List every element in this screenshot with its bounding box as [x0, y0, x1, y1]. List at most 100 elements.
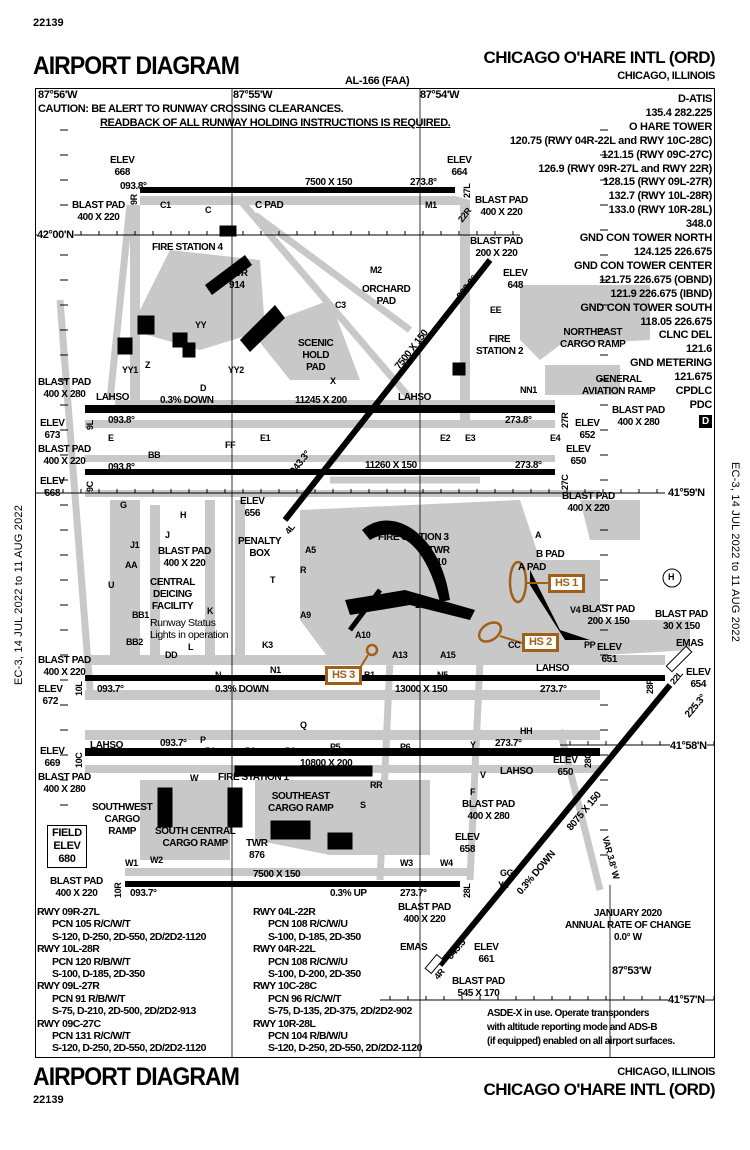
field-elev-value: 680: [58, 853, 76, 865]
frequency-line: GND CON TOWER CENTER: [573, 259, 712, 272]
taxiway: [556, 729, 604, 891]
runway-slope-label: 0.3% DOWN: [215, 684, 269, 695]
runway-data-rwy: RWY 10L-28R: [37, 943, 100, 956]
building: [348, 588, 382, 632]
runway-end-label: 9L: [85, 420, 95, 430]
taxiway: [466, 659, 484, 881]
taxiway-label-y: Y: [470, 740, 476, 750]
label-line: BLAST PAD: [612, 405, 665, 416]
asde-line: (if equipped) enabled on all airport sur…: [487, 1036, 675, 1047]
taxiway-area: [150, 505, 160, 655]
runway-slope-label: 0.3% DOWN: [160, 395, 214, 406]
label-line: AVIATION RAMP: [582, 386, 656, 397]
label-line: ELEV: [575, 418, 600, 429]
field-elev-line: FIELD: [52, 827, 82, 839]
label-line: BOX: [249, 548, 270, 559]
frequency-line: 128.15 (RWY 09L-27R): [602, 176, 712, 189]
runway-data-rwy: RWY 04R-22L: [253, 943, 316, 956]
label-line: EMAS: [400, 942, 428, 953]
label-line: ELEV: [447, 155, 472, 166]
label-line: LAHSO: [90, 740, 124, 751]
runway-heading-label: 093.7°: [160, 738, 187, 749]
label-line: BLAST PAD: [38, 377, 91, 388]
runway-data-weights: S-75, D-210, 2D-500, 2D/2D2-913: [52, 1005, 196, 1018]
taxiway: [106, 204, 134, 401]
taxiway-label-n: N: [215, 670, 222, 680]
taxiway-label-s: S: [360, 800, 366, 810]
label-line: FIRE: [488, 334, 511, 345]
runway-data-weights: S-100, D-185, 2D-350: [52, 968, 145, 981]
runway-heading-label: 273.8°: [515, 460, 542, 471]
label-line: NORTHEAST: [563, 327, 623, 338]
runway-end-label: 28R: [645, 678, 655, 694]
taxiway-label-dd: DD: [165, 650, 178, 660]
emas-4r: [424, 953, 444, 975]
label-line: HOLD: [302, 350, 330, 361]
label-line: BLAST PAD: [38, 772, 91, 783]
frequency-line: 135.4 282.225: [645, 106, 713, 119]
taxiway-label-b1: B1: [364, 670, 375, 680]
taxiway-label-w4: W4: [440, 858, 453, 868]
label-line: BLAST PAD: [475, 195, 528, 206]
building: [227, 787, 243, 828]
taxiway-label-g: G: [120, 500, 127, 510]
label-line: 673: [44, 430, 61, 441]
runway-size-label: 7500 X 150: [253, 869, 301, 880]
label-line: ELEV: [474, 942, 499, 953]
runway-heading-label: 093.7°: [130, 888, 157, 899]
runway-heading-label: 093.7°: [97, 684, 124, 695]
taxiway-label-yy1: YY1: [122, 365, 138, 375]
runway-heading-label: 093.8°: [108, 415, 135, 426]
label-line: B PAD: [536, 549, 565, 560]
frequency-line: GND CON TOWER NORTH: [579, 232, 713, 245]
magvar-label: ANNUAL RATE OF CHANGE: [565, 920, 691, 931]
taxiway-label-p1: P1: [205, 746, 216, 756]
label-line: SCENIC: [298, 338, 334, 349]
chart-title: AIRPORT DIAGRAM: [33, 52, 240, 80]
label-line: 400 X 220: [567, 503, 610, 514]
taxiway-label-t: T: [270, 575, 276, 585]
taxiway-label-bb: BB: [148, 450, 161, 460]
taxiway-label-m1: M1: [425, 200, 437, 210]
label-line: ELEV: [110, 155, 135, 166]
field-elev-line: ELEV: [53, 840, 81, 852]
label-emas-4r: EMAS: [400, 942, 428, 954]
label-line: ELEV: [40, 746, 65, 757]
building: [157, 787, 173, 828]
label-line: BLAST PAD: [50, 876, 103, 887]
label-line: ELEV: [455, 832, 480, 843]
taxiway-label-w1: W1: [125, 858, 138, 868]
runway-size-label: 11260 X 150: [365, 460, 417, 471]
lon-87-56: 87°56'W: [38, 89, 78, 101]
taxiway-label-hh: HH: [520, 726, 533, 736]
label-lahso-28r: LAHSO: [536, 663, 569, 675]
frequency-line: 120.75 (RWY 04R-22L and RWY 10C-28C): [509, 134, 712, 147]
taxiway-area: [235, 500, 245, 655]
label-line: BLAST PAD: [452, 976, 505, 987]
taxiway-label-k: K: [207, 606, 214, 616]
runway-data-rwy: RWY 09L-27R: [37, 980, 100, 993]
hot-spot-2-leader: [499, 635, 523, 644]
runway-data-pcn: PCN 96 R/C/W/T: [268, 992, 341, 1005]
taxiway-label-e1: E1: [260, 433, 271, 443]
taxiway-area: [85, 730, 600, 740]
asde-line: with altitude reporting mode and ADS-B: [487, 1022, 658, 1033]
taxiway-label-y2: Y2: [498, 880, 509, 890]
label-line: CARGO RAMP: [162, 838, 228, 849]
label-line: 668: [114, 167, 131, 178]
taxiway-label-p3: P3: [285, 746, 296, 756]
label-line: Runway Status: [150, 617, 216, 629]
label-line: CENTRAL: [150, 577, 195, 588]
runway-heading-label: 273.7°: [495, 738, 522, 749]
taxiway-label-nn1: NN1: [520, 385, 537, 395]
